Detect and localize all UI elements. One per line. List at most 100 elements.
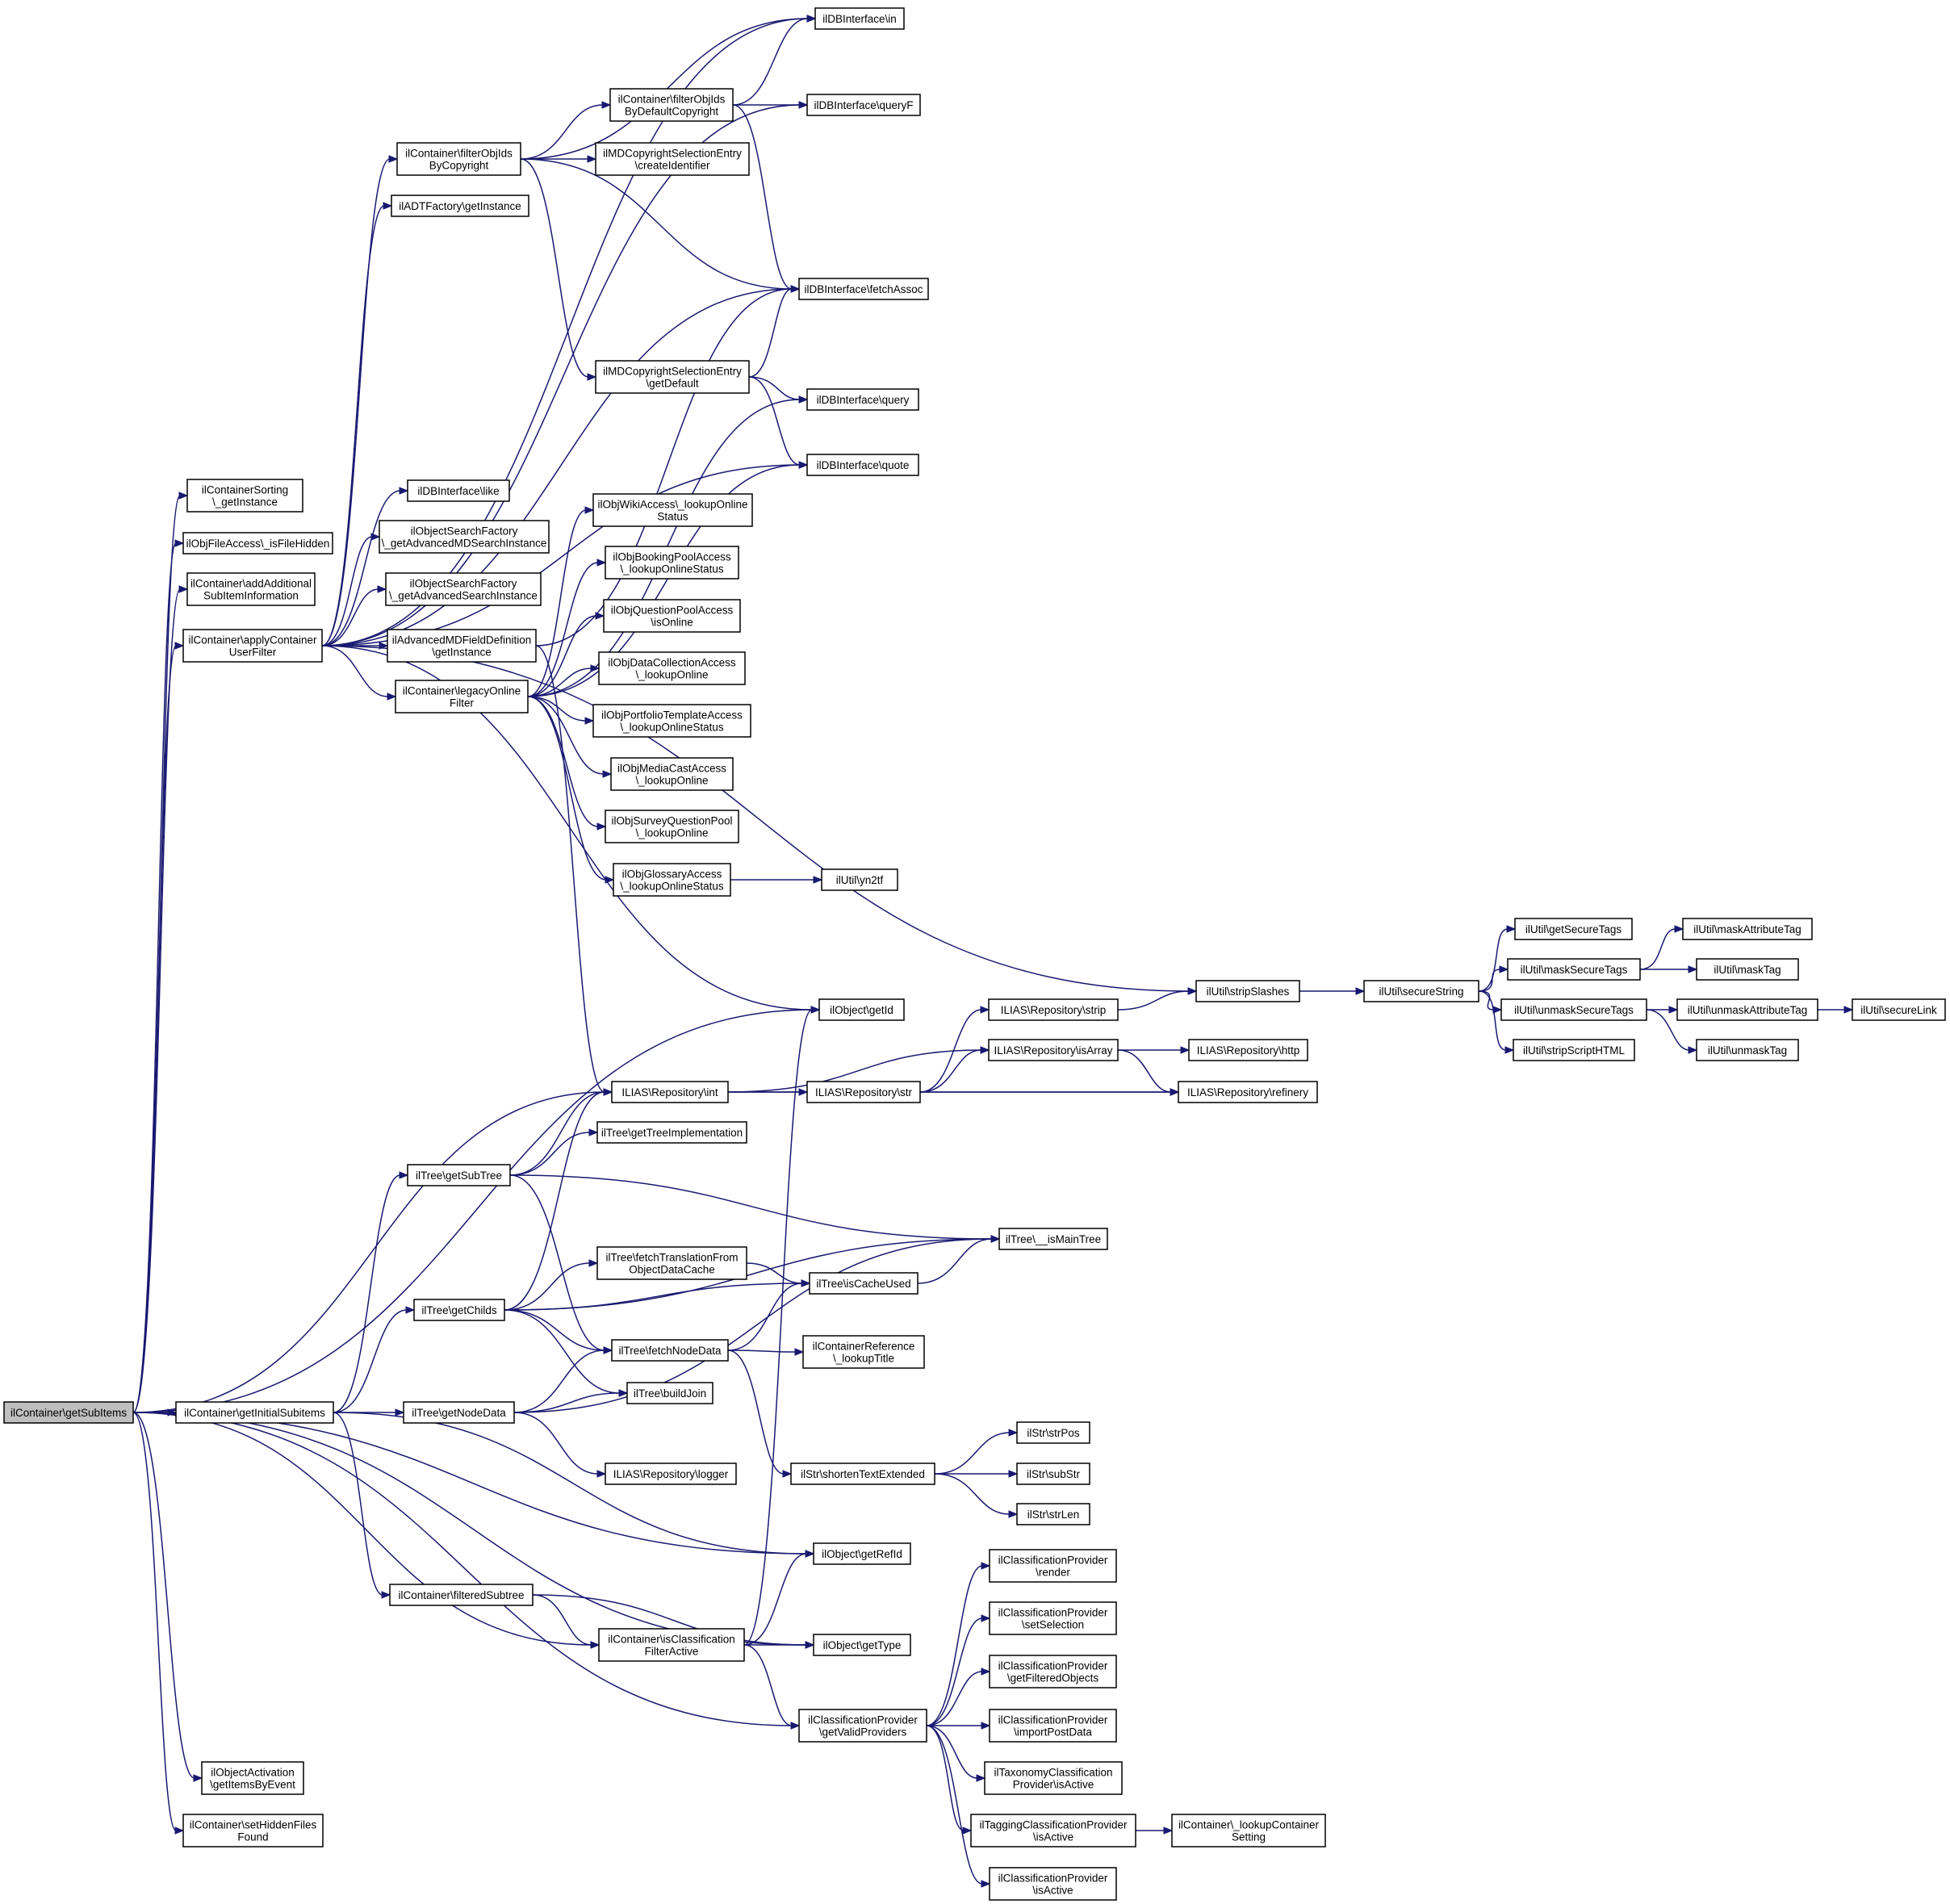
graph-node-n49[interactable]: ILIAS\Repository\refinery	[1178, 1081, 1318, 1103]
node-box[interactable]	[821, 868, 898, 891]
node-box[interactable]	[611, 1339, 729, 1362]
graph-node-n32[interactable]: ilUtil\stripSlashes	[1195, 980, 1300, 1002]
graph-node-n9[interactable]: ilADTFactory\getInstance	[391, 195, 529, 217]
graph-node-n75[interactable]: ilTaggingClassificationProvider\isActive	[970, 1814, 1136, 1848]
graph-node-n71[interactable]: ilClassificationProvider\setSelection	[989, 1601, 1117, 1635]
node-box[interactable]	[806, 388, 919, 411]
node-box[interactable]	[605, 1463, 737, 1485]
graph-node-n24[interactable]: ilObjBookingPoolAccess\_lookupOnlineStat…	[605, 546, 739, 580]
node-box[interactable]	[407, 479, 510, 502]
graph-node-n21[interactable]: ilDBInterface\query	[806, 388, 919, 411]
graph-node-n61[interactable]: ilStr\shortenTextExtended	[790, 1463, 935, 1485]
node-box[interactable]	[611, 1081, 729, 1103]
graph-node-n26[interactable]: ilObjDataCollectionAccess\_lookupOnline	[598, 651, 746, 685]
graph-node-n50[interactable]: ilTree\getTreeImplementation	[596, 1121, 747, 1144]
node-box[interactable]	[1676, 998, 1818, 1021]
node-box[interactable]	[814, 7, 905, 30]
graph-node-n48[interactable]: ILIAS\Repository\str	[806, 1081, 921, 1103]
graph-node-n68[interactable]: ilObject\getType	[813, 1634, 911, 1656]
node-box[interactable]	[802, 1335, 925, 1369]
node-box[interactable]	[598, 651, 746, 685]
node-box[interactable]	[989, 1655, 1117, 1688]
node-box[interactable]	[998, 1228, 1108, 1250]
node-box[interactable]	[413, 1299, 505, 1321]
node-box[interactable]	[1188, 1039, 1308, 1061]
node-box[interactable]	[1513, 1039, 1635, 1061]
node-box[interactable]	[989, 1549, 1117, 1583]
node-box[interactable]	[3, 1401, 134, 1424]
node-box[interactable]	[806, 1081, 921, 1103]
graph-node-n13[interactable]: ilAdvancedMDFieldDefinition\getInstance	[387, 629, 537, 663]
graph-node-n15[interactable]: ilDBInterface\in	[814, 7, 905, 30]
node-box[interactable]	[182, 629, 323, 663]
node-box[interactable]	[1171, 1814, 1326, 1848]
node-box[interactable]	[182, 532, 333, 554]
node-box[interactable]	[186, 479, 303, 513]
graph-node-n77[interactable]: ilClassificationProvider\isActive	[989, 1867, 1117, 1901]
node-box[interactable]	[598, 1628, 745, 1662]
graph-node-n28[interactable]: ilObjMediaCastAccess\_lookupOnline	[610, 757, 734, 791]
node-box[interactable]	[988, 1039, 1119, 1061]
graph-node-n33[interactable]: ilUtil\secureString	[1363, 980, 1479, 1002]
node-box[interactable]	[389, 1584, 534, 1606]
node-box[interactable]	[592, 704, 751, 738]
node-box[interactable]	[1514, 918, 1633, 940]
graph-node-n36[interactable]: ilUtil\maskAttributeTag	[1682, 918, 1813, 940]
graph-node-n60[interactable]: ILIAS\Repository\logger	[605, 1463, 737, 1485]
graph-node-n3[interactable]: ilObjFileAccess\_isFileHidden	[182, 532, 333, 554]
graph-node-n69[interactable]: ilClassificationProvider\getValidProvide…	[798, 1709, 927, 1743]
graph-node-n23[interactable]: ilObjWikiAccess\_lookupOnlineStatus	[592, 493, 753, 527]
graph-node-n72[interactable]: ilClassificationProvider\getFilteredObje…	[989, 1655, 1117, 1688]
node-box[interactable]	[605, 810, 739, 843]
graph-node-n27[interactable]: ilObjPortfolioTemplateAccess\_lookupOnli…	[592, 704, 751, 738]
graph-node-n0[interactable]: ilContainer\getSubItems	[3, 1401, 134, 1424]
graph-node-n64[interactable]: ilStr\strLen	[1016, 1503, 1090, 1525]
graph-node-n35[interactable]: ilUtil\maskSecureTags	[1507, 958, 1641, 981]
node-box[interactable]	[396, 142, 521, 176]
node-box[interactable]	[385, 572, 542, 606]
graph-node-n55[interactable]: ilTree\getChilds	[413, 1299, 505, 1321]
node-box[interactable]	[391, 195, 529, 217]
node-box[interactable]	[1852, 998, 1946, 1021]
graph-node-n47[interactable]: ILIAS\Repository\int	[611, 1081, 729, 1103]
graph-node-n19[interactable]: ilDBInterface\fetchAssoc	[798, 278, 929, 300]
node-box[interactable]	[605, 546, 739, 580]
node-box[interactable]	[988, 998, 1119, 1021]
graph-node-n51[interactable]: ilTree\getSubTree	[407, 1164, 511, 1186]
node-box[interactable]	[592, 493, 753, 527]
graph-node-n45[interactable]: ILIAS\Repository\isArray	[988, 1039, 1119, 1061]
node-box[interactable]	[984, 1761, 1123, 1795]
graph-node-n16[interactable]: ilContainer\filterObjIdsByDefaultCopyrig…	[609, 88, 734, 122]
node-box[interactable]	[1016, 1463, 1090, 1485]
node-box[interactable]	[379, 520, 550, 554]
graph-node-n29[interactable]: ilObjSurveyQuestionPool\_lookupOnline	[605, 810, 739, 843]
graph-node-n10[interactable]: ilDBInterface\like	[407, 479, 510, 502]
graph-node-n20[interactable]: ilMDCopyrightSelectionEntry\getDefault	[595, 360, 750, 394]
graph-node-n40[interactable]: ilUtil\secureLink	[1852, 998, 1946, 1021]
node-box[interactable]	[1507, 958, 1641, 981]
node-box[interactable]	[989, 1601, 1117, 1635]
graph-node-n4[interactable]: ilContainer\addAdditionalSubItemInformat…	[186, 572, 316, 606]
graph-node-n39[interactable]: ilUtil\unmaskAttributeTag	[1676, 998, 1818, 1021]
node-box[interactable]	[989, 1867, 1117, 1901]
node-box[interactable]	[387, 629, 537, 663]
node-box[interactable]	[806, 94, 921, 116]
graph-node-n18[interactable]: ilMDCopyrightSelectionEntry\createIdenti…	[595, 142, 750, 176]
graph-node-n43[interactable]: ilObject\getId	[818, 998, 905, 1021]
graph-node-n58[interactable]: ilTree\buildJoin	[626, 1382, 713, 1404]
node-box[interactable]	[407, 1164, 511, 1186]
node-box[interactable]	[806, 454, 919, 476]
graph-node-n37[interactable]: ilUtil\maskTag	[1696, 958, 1799, 981]
graph-node-n66[interactable]: ilContainer\filteredSubtree	[389, 1584, 534, 1606]
graph-node-n63[interactable]: ilStr\subStr	[1016, 1463, 1090, 1485]
graph-node-n38[interactable]: ilUtil\unmaskSecureTags	[1500, 998, 1647, 1021]
node-box[interactable]	[1363, 980, 1479, 1002]
graph-node-n30[interactable]: ilObjGlossaryAccess\_lookupOnlineStatus	[613, 863, 731, 897]
node-box[interactable]	[1682, 918, 1813, 940]
node-box[interactable]	[1016, 1503, 1090, 1525]
node-box[interactable]	[395, 680, 529, 713]
node-box[interactable]	[809, 1272, 919, 1295]
